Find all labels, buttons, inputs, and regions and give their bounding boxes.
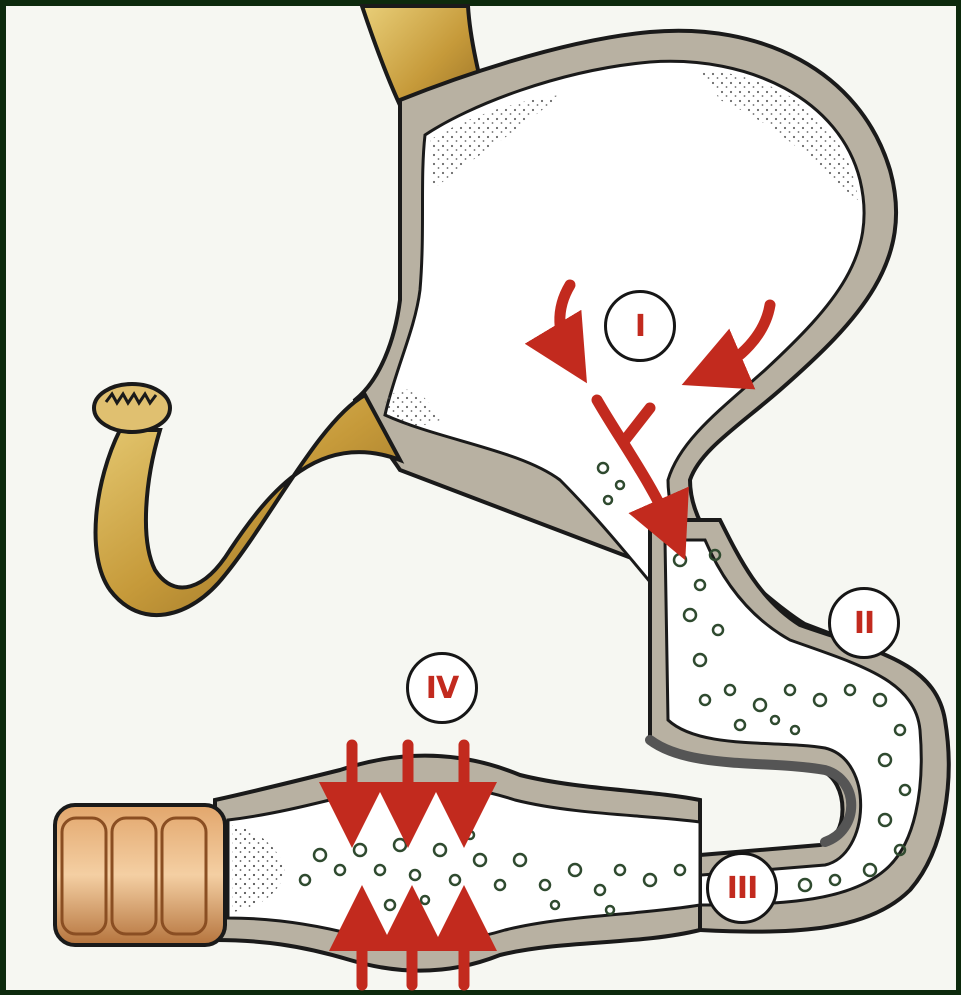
stage-label-IV-text: IV bbox=[426, 671, 458, 706]
stage-label-II: II bbox=[828, 587, 900, 659]
stage-label-III-text: III bbox=[727, 871, 758, 906]
stage-label-I: I bbox=[604, 290, 676, 362]
tube-opening bbox=[94, 384, 170, 432]
stage-label-III: III bbox=[706, 852, 778, 924]
colon-segment bbox=[55, 805, 225, 945]
stage-label-II-text: II bbox=[854, 606, 874, 641]
stage-label-I-text: I bbox=[635, 309, 645, 344]
stage-label-IV: IV bbox=[406, 652, 478, 724]
